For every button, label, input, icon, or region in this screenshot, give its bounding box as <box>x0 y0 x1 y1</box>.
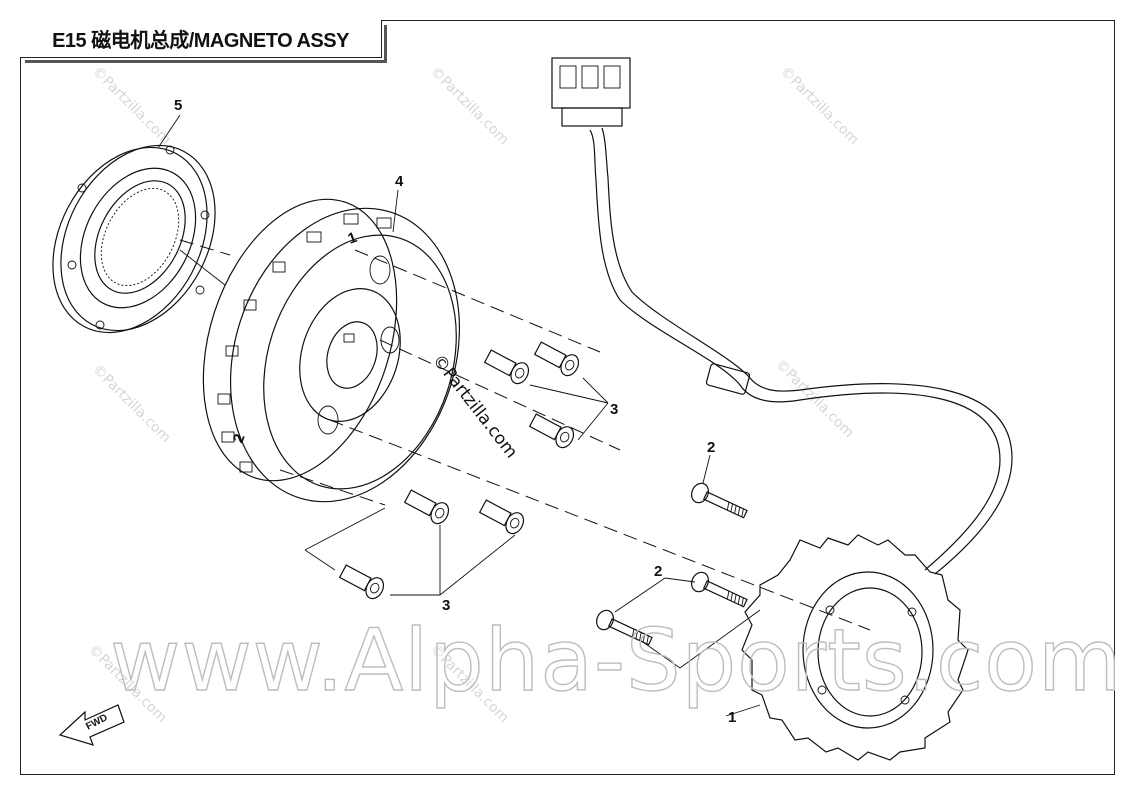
stator-wire-harness <box>551 57 1013 575</box>
small-watermark: ©Partzilla.com <box>89 362 174 447</box>
stator-bolt <box>691 482 748 519</box>
flywheel-bolt <box>533 341 580 377</box>
part-1-stator <box>725 534 969 761</box>
flywheel-bolt <box>478 499 525 535</box>
fwd-arrow: FWD <box>58 704 125 746</box>
flywheel-bolt <box>338 564 385 600</box>
small-watermark: ©Partzilla.com <box>772 357 857 442</box>
flywheel-bolt <box>528 413 575 449</box>
main-watermark: www.Alpha-Sports.com <box>110 611 1122 711</box>
callouts: 5 4 3 3 2 2 1 <box>174 97 736 726</box>
callout-5: 5 <box>174 97 182 114</box>
flywheel-bolt <box>403 489 450 525</box>
small-watermark: ©Partzilla.com <box>89 64 174 149</box>
callout-3-lower: 3 <box>442 597 450 614</box>
callout-2-upper: 2 <box>707 439 715 456</box>
callout-1: 1 <box>728 709 736 726</box>
stator-bolt <box>596 609 653 646</box>
part-5-bearing-ring <box>52 114 226 334</box>
flywheel-bolt <box>483 349 530 385</box>
small-watermark: ©Partzilla.com <box>427 64 512 149</box>
callout-4: 4 <box>395 173 404 190</box>
stator-bolt <box>691 571 748 608</box>
part-4-flywheel-rotor: 1 2 <box>202 189 461 503</box>
assembly-axis-lines <box>179 239 871 631</box>
part-2-stator-bolts <box>596 454 761 669</box>
part-3-bolts-upper <box>483 341 609 449</box>
diagram-title: E15 磁电机总成/MAGNETO ASSY <box>20 20 382 58</box>
drawing-frame <box>20 20 1115 775</box>
connector-plug <box>551 57 631 127</box>
callout-3-upper: 3 <box>610 401 618 418</box>
part-3-bolts-lower <box>304 489 525 600</box>
title-box-shadow <box>25 25 387 63</box>
callout-2-lower: 2 <box>654 563 662 580</box>
small-watermark: ©Partzilla.com <box>777 64 862 149</box>
rotor-magnet-slots <box>217 213 392 473</box>
